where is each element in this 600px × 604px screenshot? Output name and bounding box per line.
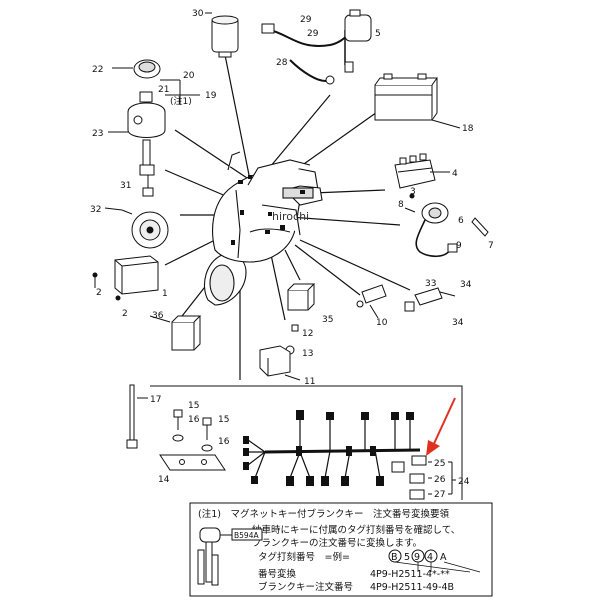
part-flasher-relay <box>211 15 239 58</box>
part-cdi-unit <box>114 255 159 295</box>
part-neutral-switch <box>404 287 456 312</box>
callout-24: 24 <box>458 477 470 487</box>
callout-31: 31 <box>120 181 131 191</box>
part-bracket-14 <box>159 454 226 471</box>
part-battery <box>374 73 438 121</box>
tag-badge-text: B594A <box>234 531 259 540</box>
harness-marks <box>231 175 305 245</box>
callout-35: 35 <box>322 315 333 325</box>
callout-30: 30 <box>192 9 204 19</box>
callout-36: 36 <box>152 311 164 321</box>
bracket-24 <box>428 461 456 495</box>
callout-13: 13 <box>302 349 313 359</box>
note-line-2: ブランクキーの注文番号に変換します。 <box>252 537 422 549</box>
callout-14: 14 <box>158 475 170 485</box>
harness-frame <box>150 385 463 500</box>
callout-34-a: 34 <box>460 280 472 290</box>
part-stop-switch <box>356 284 387 308</box>
part-rectifier-regulator <box>394 153 436 189</box>
callout-19: 19 <box>205 91 217 101</box>
part-starter-relay <box>261 9 372 85</box>
tag-char-b: B <box>391 552 398 563</box>
callout-27: 27 <box>434 490 445 500</box>
note-tag-label: タグ打刻番号 =例= <box>258 551 350 563</box>
callout-16-b: 16 <box>218 437 230 447</box>
note-line-1: 納車時にキーに付属のタグ打刻番号を確認して、 <box>252 524 460 536</box>
callout-2-b: 2 <box>122 309 128 319</box>
callout-16-a: 16 <box>188 415 200 425</box>
callout-29-b: 29 <box>307 29 319 39</box>
callout-23: 23 <box>92 129 103 139</box>
part-ignition-coil <box>415 202 458 258</box>
note-order-value: 4P9-H2511-49-4B <box>370 582 454 593</box>
callout-15-a: 15 <box>188 401 199 411</box>
note-order-label: ブランクキー注文番号 <box>258 581 353 593</box>
part-horn <box>121 209 169 249</box>
callout-note-1: (注1) <box>170 95 192 107</box>
callout-15-b: 15 <box>218 415 229 425</box>
callout-32: 32 <box>90 205 101 215</box>
callout-5: 5 <box>375 29 381 39</box>
tag-example: B 5 9 4 A <box>388 549 447 563</box>
callout-7: 7 <box>488 241 494 251</box>
callout-2-a: 2 <box>96 288 102 298</box>
callout-3: 3 <box>410 187 416 197</box>
part-bolts-15-16 <box>172 409 213 452</box>
part-relay-35 <box>287 283 316 311</box>
note-box <box>189 502 493 597</box>
callout-26: 26 <box>434 475 446 485</box>
part-relay-36 <box>171 315 202 351</box>
callout-12: 12 <box>302 329 313 339</box>
highlight-arrow-icon <box>426 397 456 456</box>
callout-17: 17 <box>150 395 161 405</box>
tag-char-4: 4 <box>427 552 433 563</box>
part-fuse-box <box>259 345 291 377</box>
callout-34-b: 34 <box>452 318 464 328</box>
callout-21: 21 <box>158 85 169 95</box>
tag-char-5: 5 <box>404 552 410 563</box>
callout-9: 9 <box>456 241 462 251</box>
callout-22: 22 <box>92 65 103 75</box>
tag-char-9: 9 <box>414 552 420 563</box>
callout-25: 25 <box>434 459 445 469</box>
tag-char-a: A <box>440 552 447 563</box>
callout-11: 11 <box>304 377 315 387</box>
callout-33: 33 <box>425 279 436 289</box>
scooter-illustration <box>204 151 323 306</box>
tag-badge <box>231 528 263 541</box>
part-couplers <box>391 455 427 500</box>
callout-8: 8 <box>398 200 404 210</box>
note-conv-label: 番号変換 <box>258 568 297 580</box>
callout-28: 28 <box>276 58 288 68</box>
callout-1: 1 <box>162 289 168 299</box>
callout-4: 4 <box>452 169 458 179</box>
watermark-text: hirochi <box>272 210 309 223</box>
note-conv-value: 4P9-H2511-4*-** <box>370 569 450 580</box>
part-plug-cap <box>471 217 489 237</box>
harness-connectors <box>243 410 414 486</box>
callout-6: 6 <box>458 216 464 226</box>
part-cable-tie <box>126 384 138 449</box>
part-main-switch <box>127 59 166 176</box>
callout-10: 10 <box>376 318 388 328</box>
note-title: (注1) マグネットキー付ブランクキー 注文番号変換要領 <box>198 508 449 520</box>
bracket-19-21 <box>160 79 200 105</box>
key-icon <box>197 527 232 586</box>
callout-18: 18 <box>462 124 474 134</box>
callout-29-a: 29 <box>300 15 312 25</box>
tag-mapping-lines <box>394 561 481 573</box>
callout-20: 20 <box>183 71 195 81</box>
